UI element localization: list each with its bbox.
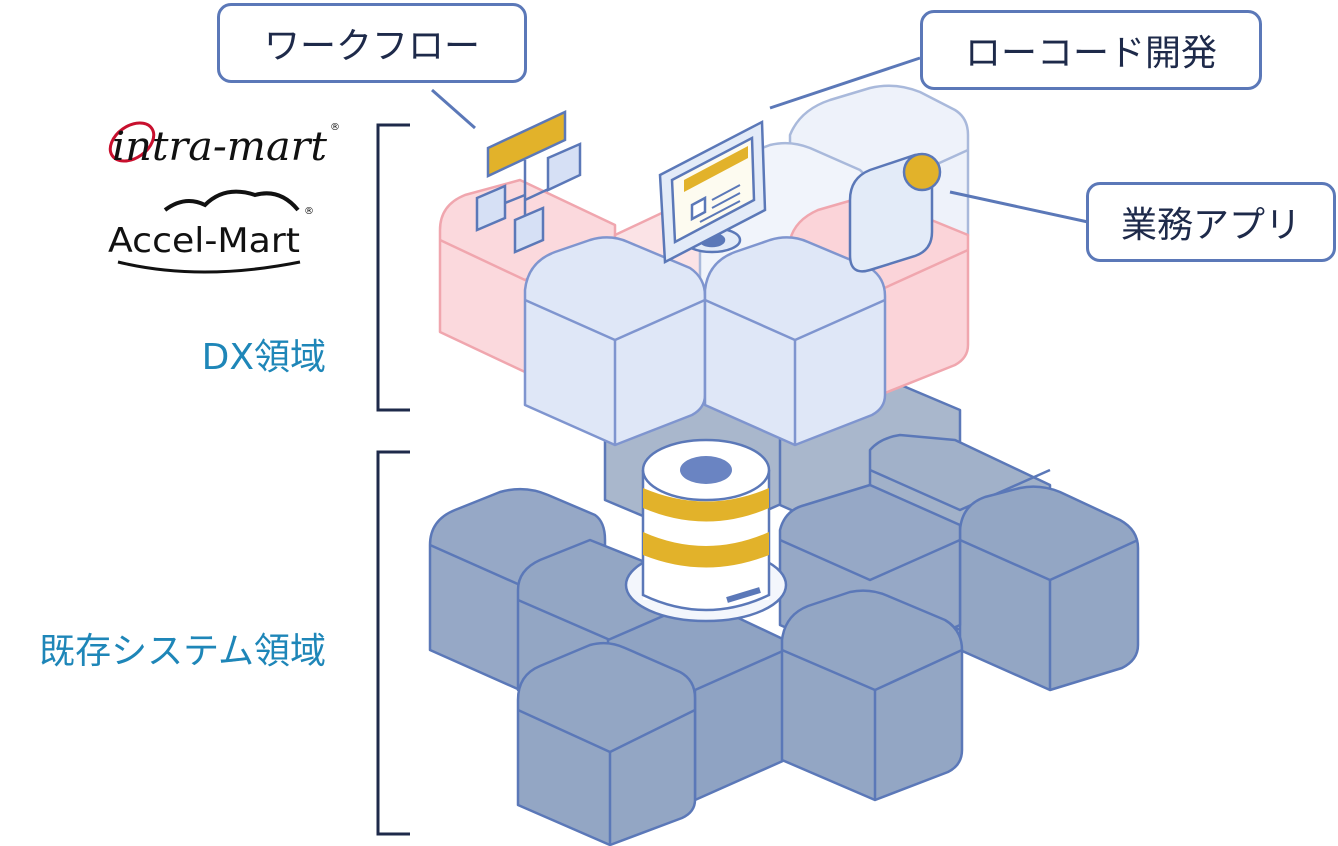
callout-business-app: 業務アプリ (1086, 182, 1336, 262)
business-app-leader (949, 190, 1089, 224)
legacy-blocks (428, 358, 1140, 846)
legacy-bracket (376, 450, 410, 836)
legacy-block (516, 641, 697, 846)
monitor-icon (658, 119, 767, 265)
workflow-chart-icon (475, 110, 582, 254)
accel-mart-logo: Accel-Mart ® (108, 189, 314, 274)
intra-mart-logo-text: intra-mart (112, 124, 328, 170)
legacy-block (780, 589, 964, 802)
dx-bracket (376, 123, 410, 412)
region-label-legacy: 既存システム領域 (39, 631, 326, 672)
database-icon (624, 438, 788, 623)
accel-mart-logo-text: Accel-Mart (108, 221, 300, 261)
svg-text:®: ® (304, 206, 314, 217)
app-card-icon (848, 152, 942, 273)
workflow-leader (431, 88, 476, 130)
intra-mart-logo: intra-mart ® (108, 121, 340, 170)
callout-leaders (431, 56, 1089, 224)
region-label-dx: DX領域 (201, 337, 326, 378)
lowcode-leader (769, 56, 921, 110)
callout-lowcode: ローコード開発 (920, 10, 1262, 90)
svg-text:®: ® (330, 122, 340, 133)
callout-workflow: ワークフロー (217, 3, 527, 83)
